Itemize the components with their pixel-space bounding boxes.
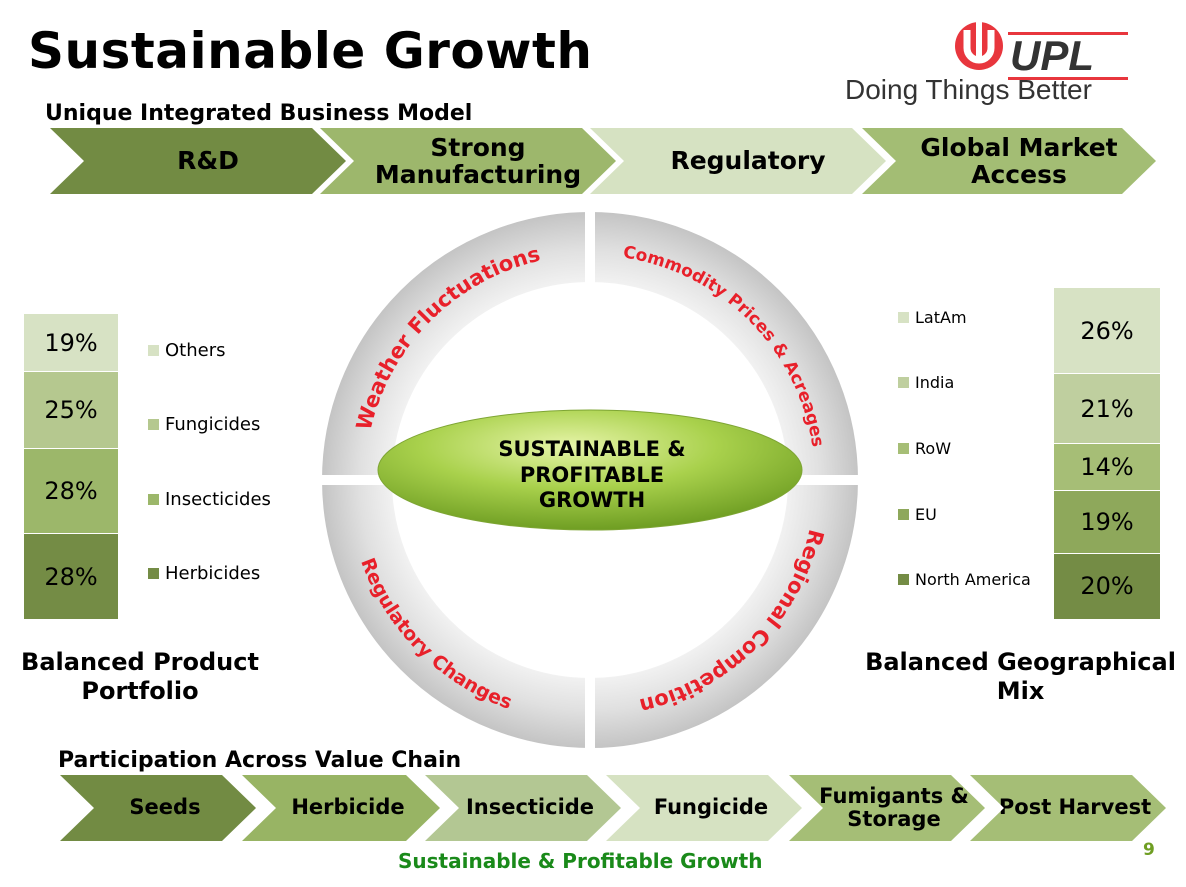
- logo-tagline: Doing Things Better: [845, 74, 1092, 105]
- bar-segment-eu: 19%: [1054, 489, 1160, 553]
- caption-line: Balanced Geographical: [865, 648, 1176, 676]
- legend-swatch: [898, 509, 909, 520]
- legend-label: LatAm: [915, 308, 967, 327]
- data-label: 26%: [1080, 316, 1134, 345]
- bar-segment-fungicides: 25%: [24, 371, 118, 448]
- legend-label: Others: [165, 340, 226, 361]
- geo-mix-bar: 20% 19% 14% 21% 26%: [1054, 287, 1160, 619]
- svg-text:SUSTAINABLE &: SUSTAINABLE &: [498, 437, 685, 461]
- legend-label: RoW: [915, 439, 952, 458]
- legend-label: India: [915, 373, 955, 392]
- legend-label: Fungicides: [165, 414, 261, 435]
- legend-label: Herbicides: [165, 563, 261, 584]
- bar-segment-insecticides: 28%: [24, 447, 118, 534]
- bar-segment-latam: 26%: [1054, 287, 1160, 374]
- legend-item: Fungicides: [148, 414, 260, 435]
- legend-swatch: [898, 574, 909, 585]
- data-label: 21%: [1080, 394, 1134, 423]
- geo-mix-caption: Balanced Geographical Mix: [858, 648, 1183, 706]
- chevron-regulatory: Regulatory: [590, 128, 886, 194]
- product-portfolio-caption: Balanced Product Portfolio: [10, 648, 270, 706]
- legend-item: Herbicides: [148, 563, 260, 584]
- legend-swatch: [898, 312, 909, 323]
- caption-line: Balanced Product: [21, 648, 259, 676]
- caption-line: Mix: [996, 676, 1045, 705]
- bar-segment-india: 21%: [1054, 373, 1160, 444]
- caption-line: Portfolio: [81, 676, 199, 705]
- svg-text:GROWTH: GROWTH: [539, 488, 645, 512]
- legend-swatch: [148, 568, 159, 579]
- legend-item: Others: [148, 340, 226, 361]
- bar-segment-row: 14%: [1054, 443, 1160, 490]
- legend-item: India: [898, 373, 954, 392]
- svg-text:PROFITABLE: PROFITABLE: [520, 463, 664, 487]
- data-label: 14%: [1080, 452, 1134, 481]
- data-label: 19%: [44, 328, 98, 357]
- legend-swatch: [148, 419, 159, 430]
- data-label: 28%: [44, 562, 98, 591]
- product-portfolio-bar: 28% 28% 25% 19%: [24, 313, 118, 619]
- footer-tagline: Sustainable & Profitable Growth: [398, 849, 763, 873]
- legend-swatch: [898, 443, 909, 454]
- legend-item: EU: [898, 505, 937, 524]
- legend-item: RoW: [898, 439, 951, 458]
- upl-logo-mark: UPL: [955, 20, 1128, 80]
- chevron-manufacturing: Strong Manufacturing: [320, 128, 616, 194]
- chevron-insecticide: Insecticide: [425, 775, 621, 841]
- legend-label: Insecticides: [165, 489, 271, 510]
- legend-label: EU: [915, 505, 937, 524]
- business-model-heading: Unique Integrated Business Model: [45, 101, 473, 126]
- bar-segment-others: 19%: [24, 313, 118, 372]
- chevron-rnd: R&D: [50, 128, 346, 194]
- legend-item: Insecticides: [148, 489, 271, 510]
- page-number: 9: [1143, 840, 1155, 860]
- legend-swatch: [148, 345, 159, 356]
- data-label: 20%: [1080, 572, 1134, 601]
- legend-item: LatAm: [898, 308, 967, 327]
- bar-segment-herbicides: 28%: [24, 533, 118, 619]
- data-label: 28%: [44, 476, 98, 505]
- data-label: 19%: [1080, 507, 1134, 536]
- legend-label: North America: [915, 570, 1031, 589]
- slide-title: Sustainable Growth: [28, 22, 593, 80]
- value-chain-heading: Participation Across Value Chain: [58, 748, 462, 773]
- legend-swatch: [898, 377, 909, 388]
- data-label: 25%: [44, 395, 98, 424]
- upl-logo: UPL Doing Things Better: [845, 12, 1180, 107]
- chevron-global-market: Global Market Access: [862, 128, 1156, 194]
- bar-segment-north-america: 20%: [1054, 552, 1160, 619]
- center-ellipse: [377, 409, 803, 531]
- center-text: SUSTAINABLE & PROFITABLE GROWTH: [498, 437, 685, 512]
- svg-text:UPL: UPL: [1010, 32, 1094, 79]
- legend-swatch: [148, 494, 159, 505]
- legend-item: North America: [898, 570, 1031, 589]
